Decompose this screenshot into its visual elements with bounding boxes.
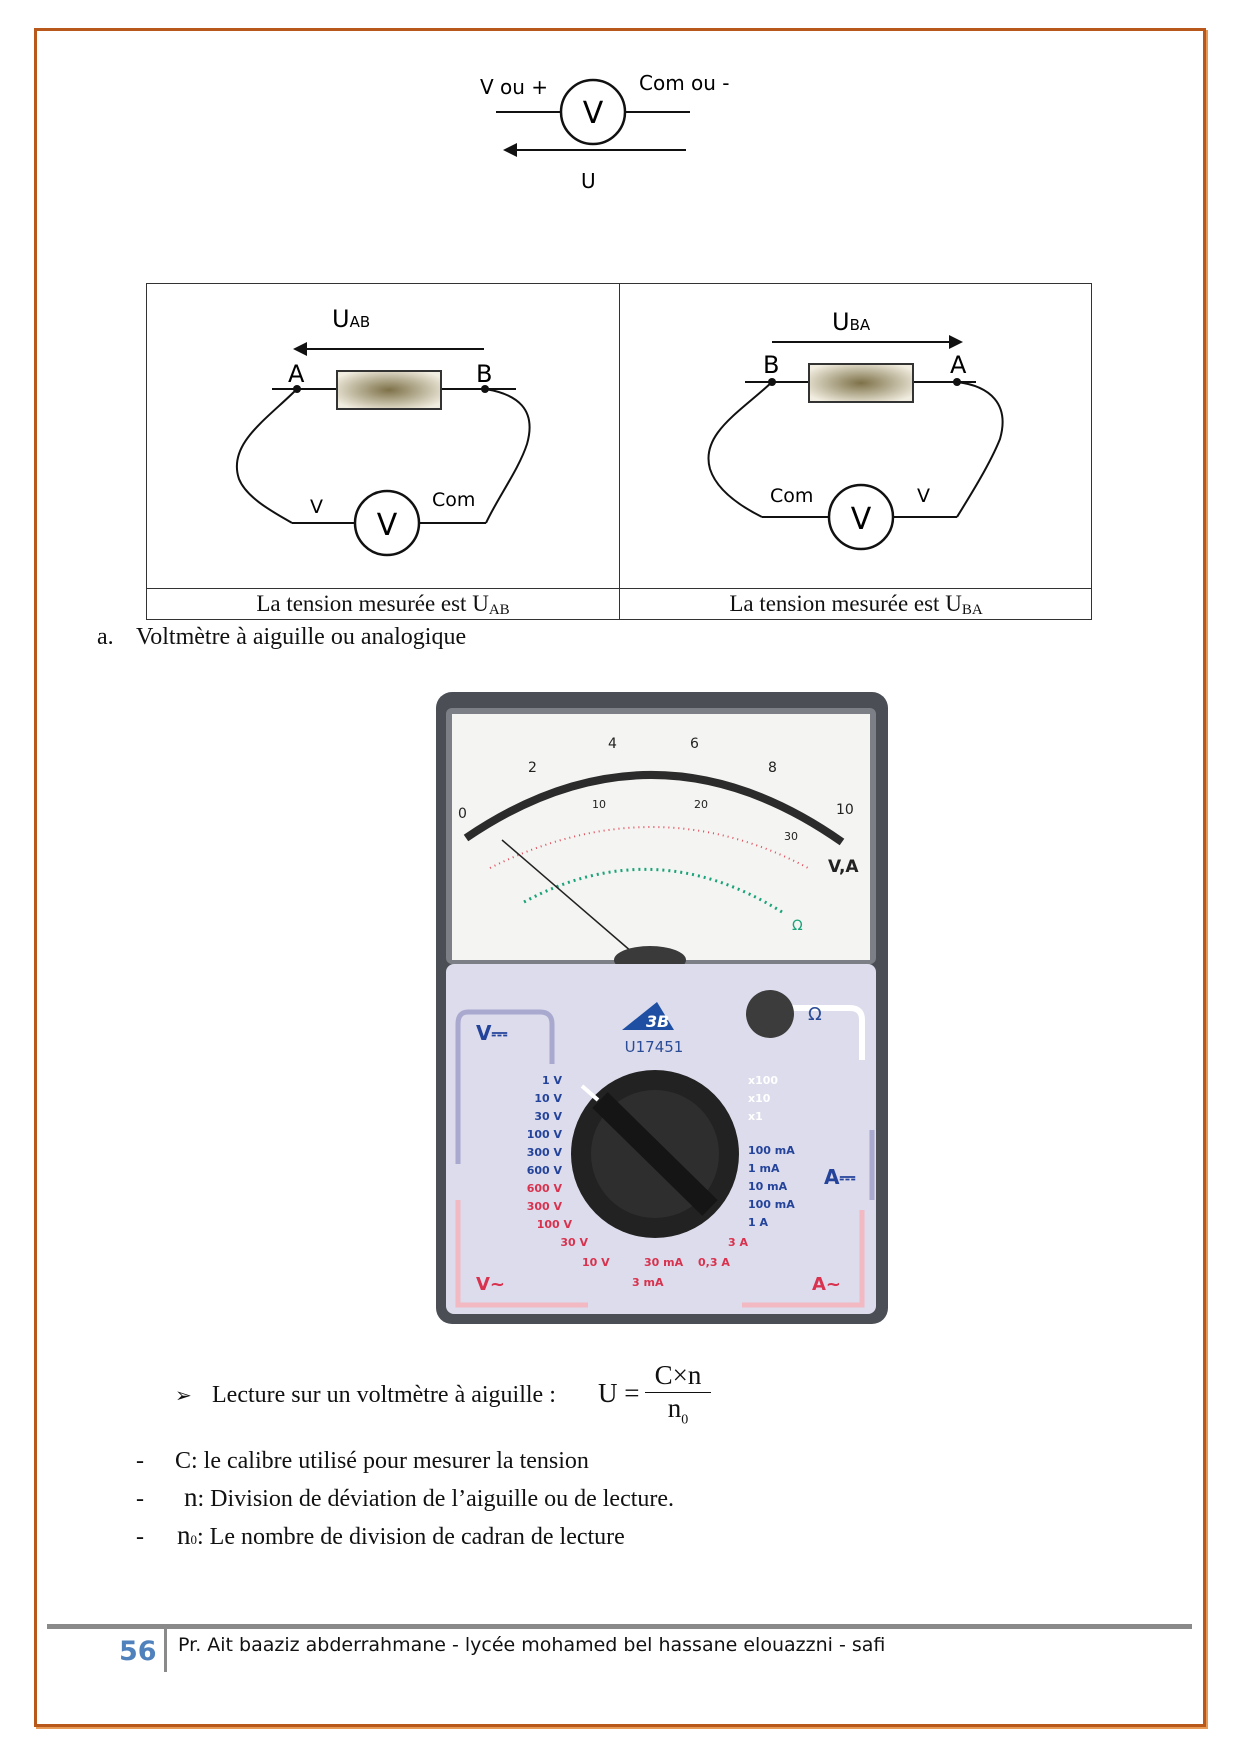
range-label: 300 V (527, 1200, 563, 1213)
arrow-bullet-icon: ➢ (175, 1385, 192, 1407)
node-a-label: A (950, 351, 967, 379)
definition-item: -n : Division de déviation de l’aiguille… (136, 1482, 675, 1512)
scale-tick-label: 10 (836, 802, 854, 818)
range-label: x10 (748, 1092, 771, 1105)
unit-label: V,A (828, 857, 859, 877)
section-title: Voltmètre à aiguille ou analogique (136, 624, 467, 650)
formula-lhs: U = (598, 1378, 640, 1408)
ac-amp-mode-label: A~ (812, 1274, 841, 1295)
range-label: x1 (748, 1110, 763, 1123)
resistor (336, 370, 442, 410)
range-label: 300 V (527, 1146, 563, 1159)
formula-label: Lecture sur un voltmètre à aiguille : (212, 1382, 556, 1408)
brand-logo (622, 1002, 674, 1030)
meter-dial-face (452, 714, 870, 960)
right-terminal-label: Com ou - (639, 71, 730, 95)
arrow-left-icon (503, 143, 517, 157)
resistor (808, 363, 914, 403)
page-border (34, 28, 1206, 1727)
scale-tick-label: 2 (528, 760, 537, 776)
measurement-table: UAB A B V V Com UBA B A V Com V La tensi… (146, 283, 1092, 620)
circuit-uba: UBA B A V Com V (707, 308, 1004, 551)
arrow-right-icon (949, 335, 963, 349)
range-label: 10 V (534, 1092, 562, 1105)
range-label: 100 V (537, 1218, 573, 1231)
section-marker: a. (97, 624, 114, 650)
node-b-label: B (476, 360, 492, 388)
dc-volt-mode-label: V⎓ (476, 1021, 507, 1045)
node-a-label: A (288, 360, 305, 388)
range-label: 1 A (748, 1216, 768, 1229)
scale-tick-label: 0 (458, 806, 467, 822)
meter-symbol: V (851, 502, 872, 537)
page-number: 56 (119, 1636, 157, 1667)
ohm-scale-label: Ω (792, 918, 803, 934)
meter-symbol: V (583, 96, 604, 131)
range-label: 100 mA (748, 1198, 795, 1211)
voltage-label: U (581, 169, 596, 193)
range-label: 10 mA (748, 1180, 788, 1193)
voltmeter-symbol-diagram: V V ou + Com ou - U (480, 71, 730, 193)
brand-logo-text: 3B (646, 1012, 669, 1031)
meter-v-terminal: V (310, 496, 323, 518)
scale-tick-label: 10 (592, 798, 606, 811)
range-label: 600 V (527, 1182, 563, 1195)
range-label: 3 A (728, 1236, 748, 1249)
analog-multimeter-photo: 0 2 4 6 8 10 10 20 30 V,A Ω 3B U17451 Ω … (436, 692, 888, 1324)
range-label: 3 mA (632, 1276, 664, 1289)
node-b-label: B (763, 351, 779, 379)
range-label: 100 mA (748, 1144, 795, 1157)
scale-tick-label: 20 (694, 798, 708, 811)
circuit-uab: UAB A B V V Com (236, 305, 531, 557)
footer-divider (164, 1628, 167, 1672)
range-label: 100 V (527, 1128, 563, 1141)
caption-uab: La tension mesurée est UAB (256, 591, 510, 618)
voltmeter-circle (559, 78, 627, 146)
meter-symbol: V (377, 508, 398, 543)
range-label: 1 mA (748, 1162, 780, 1175)
voltage-uba-label: UBA (832, 308, 871, 336)
meter-com-terminal: Com (770, 485, 813, 507)
ac-volt-mode-label: V~ (476, 1274, 505, 1295)
meter-v-terminal: V (917, 485, 930, 507)
formula-denominator: n0 (667, 1393, 689, 1428)
meter-com-terminal: Com (432, 489, 475, 511)
ohm-label: Ω (808, 1004, 822, 1025)
dc-amp-mode-label: A⎓ (824, 1165, 855, 1189)
range-label: 30 mA (644, 1256, 684, 1269)
scale-tick-label: 4 (608, 736, 617, 752)
scale-tick-label: 30 (784, 830, 798, 843)
footer-rule (47, 1624, 1192, 1629)
range-label: x100 (748, 1074, 778, 1087)
formula-fraction: C×n n0 (645, 1360, 711, 1428)
needle (501, 839, 633, 953)
range-label: 10 V (582, 1256, 610, 1269)
model-number: U17451 (625, 1038, 684, 1056)
left-terminal-label: V ou + (480, 75, 548, 99)
range-label: 30 V (560, 1236, 588, 1249)
definition-item: -C : le calibre utilisé pour mesurer la … (136, 1448, 589, 1474)
formula-numerator: C×n (645, 1360, 711, 1393)
caption-uba: La tension mesurée est UBA (729, 591, 983, 618)
range-label: 1 V (542, 1074, 562, 1087)
footer-author: Pr. Ait baaziz abderrahmane - lycée moha… (178, 1634, 886, 1656)
arrow-left-icon (293, 342, 307, 356)
ohm-zero-adjust-knob[interactable] (746, 990, 794, 1038)
voltage-uab-label: UAB (332, 305, 370, 333)
range-label: 30 V (534, 1110, 562, 1123)
range-label: 0,3 A (698, 1256, 730, 1269)
scale-tick-label: 6 (690, 736, 699, 752)
range-label: 600 V (527, 1164, 563, 1177)
scale-tick-label: 8 (768, 760, 777, 776)
